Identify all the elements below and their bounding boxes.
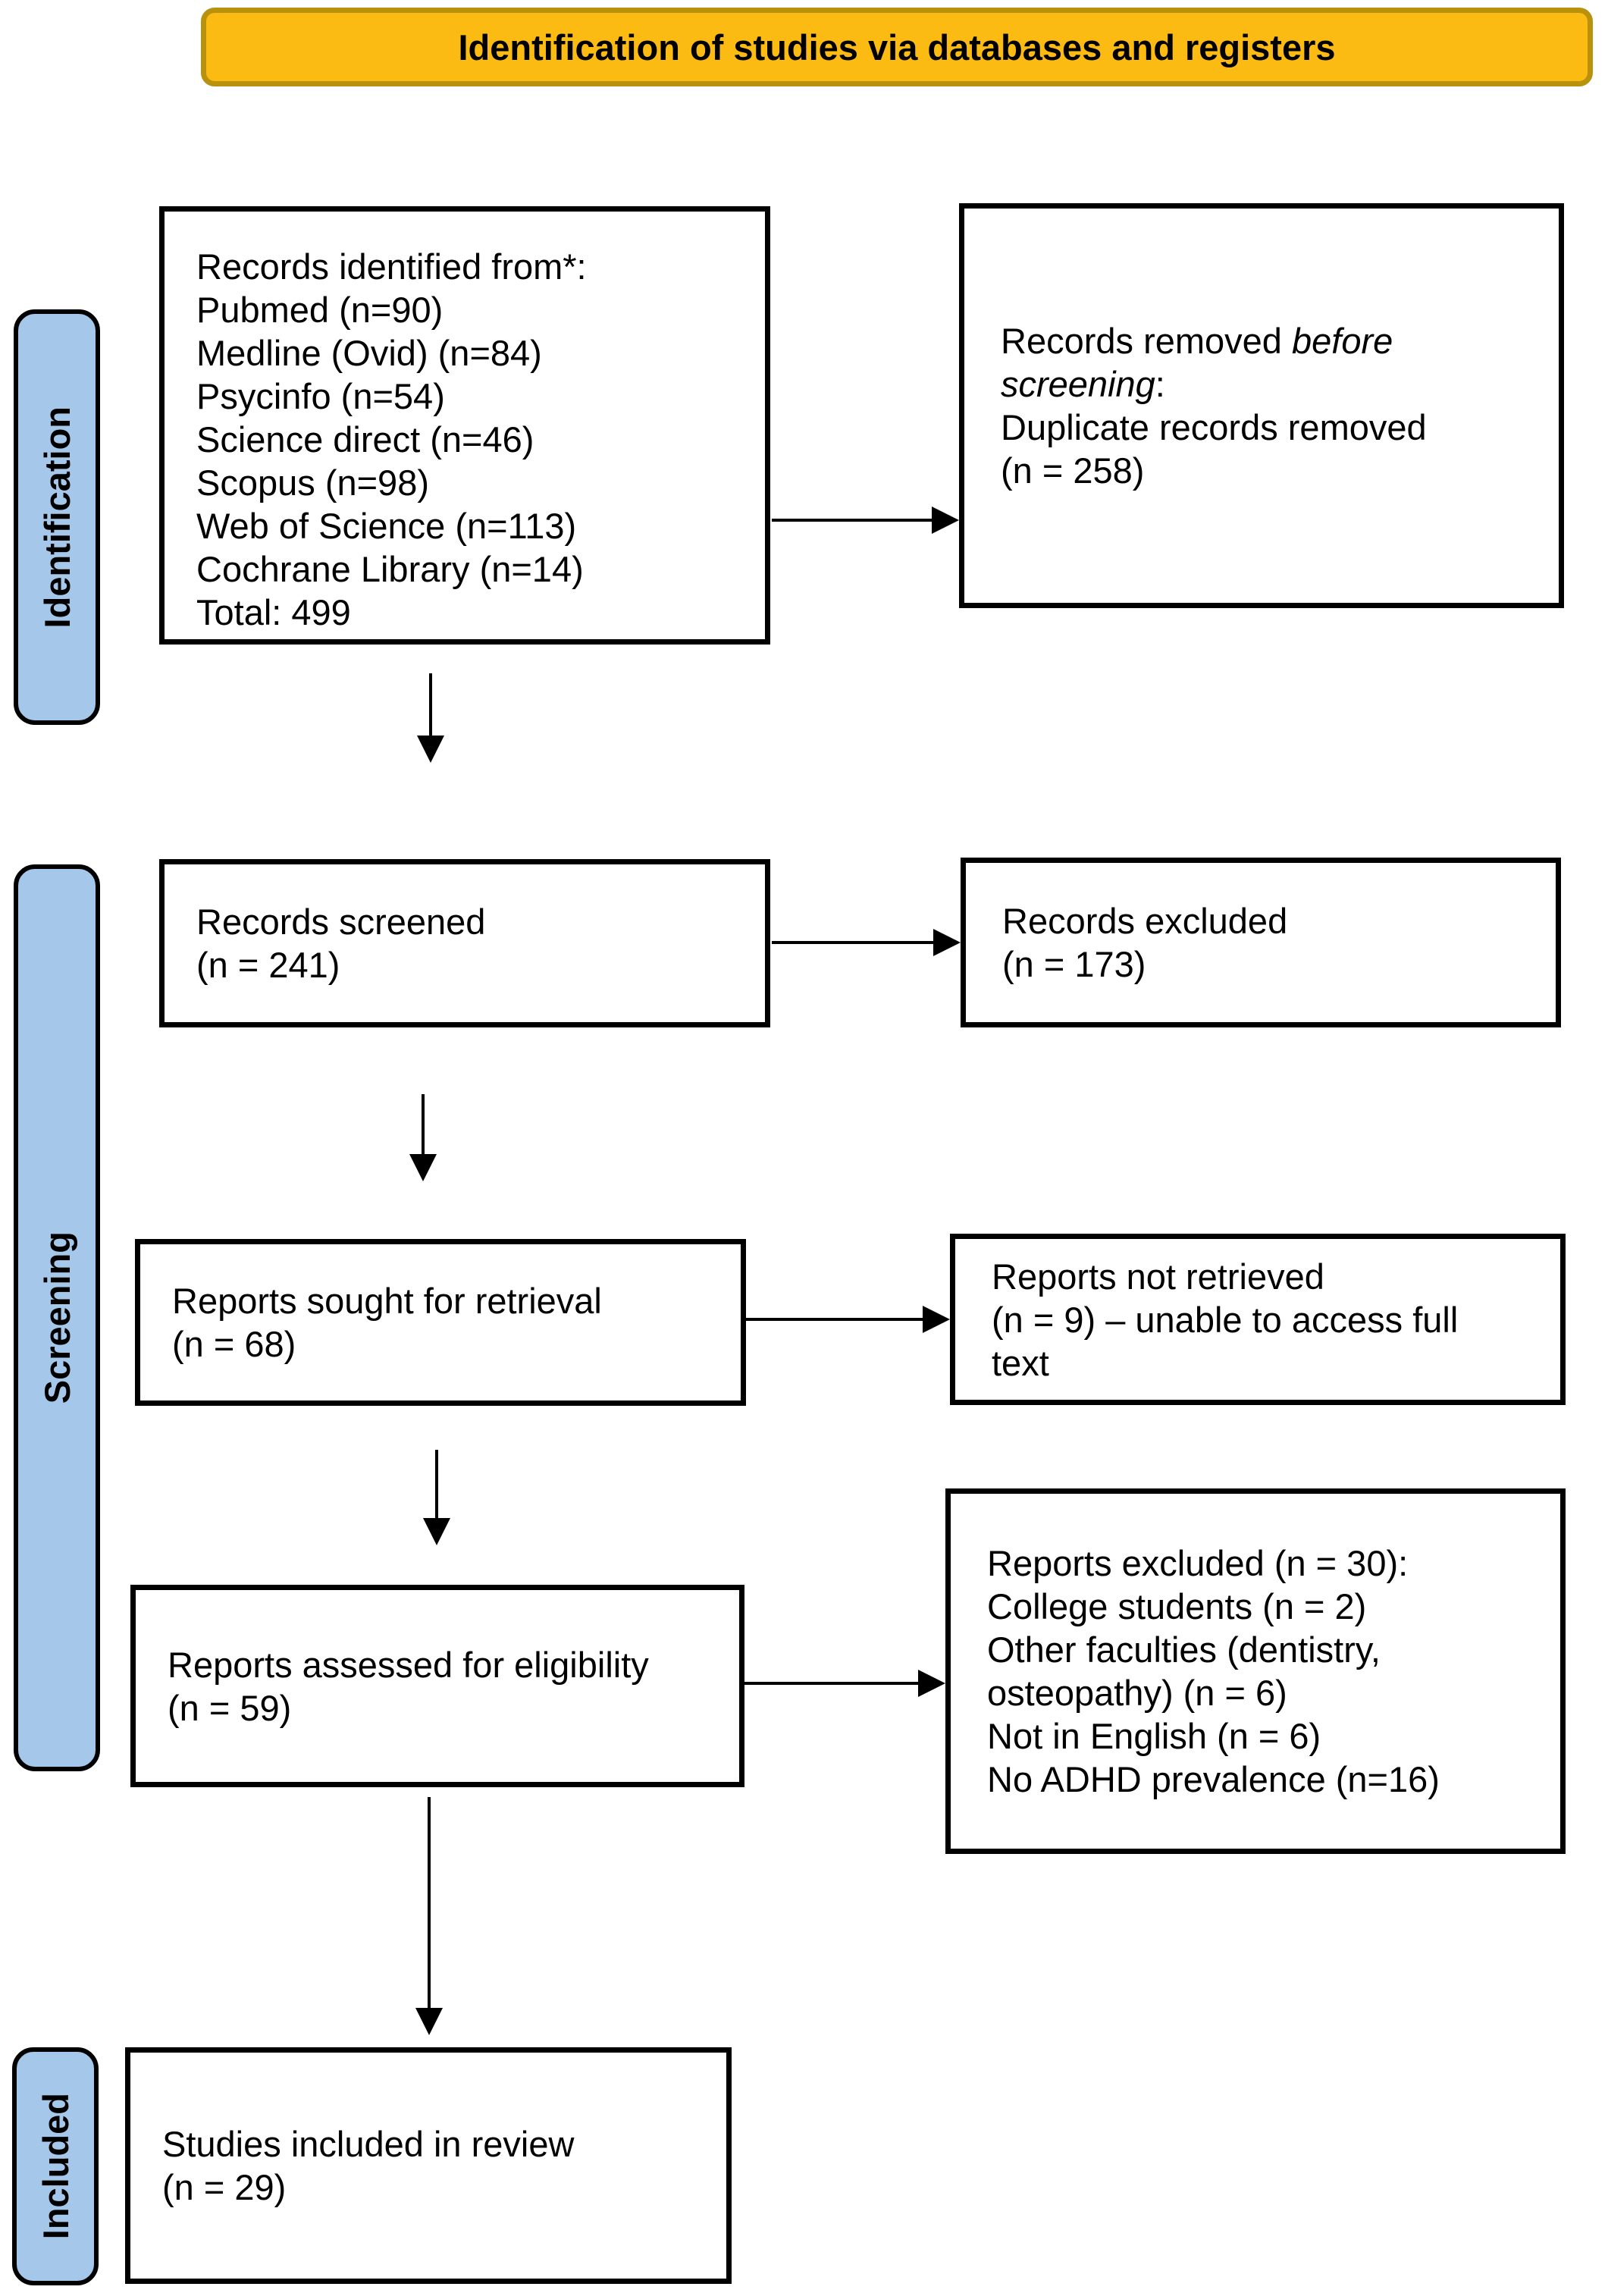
box-reports-not-retrieved: Reports not retrieved (n = 9) – unable t… xyxy=(950,1234,1566,1405)
source-item: Web of Science (n=113) xyxy=(196,506,577,546)
stage-tab-screening: Screening xyxy=(14,864,100,1771)
exclusion-reason: Other faculties (dentistry, xyxy=(987,1629,1381,1670)
stage-tab-included: Included xyxy=(12,2047,99,2285)
arrow-shaft xyxy=(772,941,933,944)
diagram-title: Identification of studies via databases … xyxy=(458,27,1336,67)
exclusion-reason: osteopathy) (n = 6) xyxy=(987,1673,1287,1713)
arrow-head xyxy=(918,1670,945,1697)
records-removed-text: : xyxy=(1155,364,1165,404)
arrow-head xyxy=(417,736,444,763)
removed-item: Duplicate records removed xyxy=(1001,407,1427,447)
box-reports-excluded: Reports excluded (n = 30): College stude… xyxy=(945,1488,1566,1854)
studies-included-label: Studies included in review xyxy=(162,2124,575,2164)
reports-not-retrieved-detail: (n = 9) – unable to access full xyxy=(992,1299,1459,1340)
exclusion-reason: Not in English (n = 6) xyxy=(987,1716,1321,1756)
arrow-head xyxy=(923,1306,950,1333)
arrow-head xyxy=(409,1154,437,1181)
arrow-head xyxy=(932,507,959,534)
source-item: Cochrane Library (n=14) xyxy=(196,549,584,589)
reports-not-retrieved-detail: text xyxy=(992,1342,1049,1383)
reports-sought-count: (n = 68) xyxy=(172,1324,296,1364)
exclusion-reason: College students (n = 2) xyxy=(987,1586,1367,1626)
stage-label-screening: Screening xyxy=(36,1231,77,1404)
arrow-shaft xyxy=(772,519,932,522)
reports-assessed-label: Reports assessed for eligibility xyxy=(168,1644,649,1685)
source-item: Pubmed (n=90) xyxy=(196,290,444,330)
records-excluded-label: Records excluded xyxy=(1002,901,1288,941)
records-removed-italic: before xyxy=(1292,321,1393,361)
arrow-head xyxy=(933,929,961,956)
records-identified-heading: Records identified from*: xyxy=(196,246,587,287)
reports-sought-label: Reports sought for retrieval xyxy=(172,1281,602,1321)
box-records-excluded: Records excluded (n = 173) xyxy=(961,858,1561,1027)
arrow-shaft xyxy=(428,1797,431,2009)
records-screened-count: (n = 241) xyxy=(196,945,340,985)
source-total: Total: 499 xyxy=(196,592,351,632)
records-excluded-count: (n = 173) xyxy=(1002,944,1146,984)
arrow-head xyxy=(423,1518,450,1545)
diagram-title-banner: Identification of studies via databases … xyxy=(201,8,1593,86)
arrow-shaft xyxy=(435,1450,438,1520)
arrow-shaft xyxy=(429,673,432,737)
box-studies-included: Studies included in review (n = 29) xyxy=(125,2047,732,2284)
box-reports-assessed: Reports assessed for eligibility (n = 59… xyxy=(130,1585,744,1787)
arrow-shaft xyxy=(744,1682,918,1685)
reports-assessed-count: (n = 59) xyxy=(168,1687,292,1728)
arrow-head xyxy=(415,2008,443,2035)
box-records-screened: Records screened (n = 241) xyxy=(159,859,770,1027)
stage-label-identification: Identification xyxy=(36,406,77,629)
records-removed-italic: screening xyxy=(1001,364,1155,404)
studies-included-count: (n = 29) xyxy=(162,2167,287,2207)
stage-tab-identification: Identification xyxy=(14,309,100,725)
arrow-shaft xyxy=(746,1318,923,1321)
removed-count: (n = 258) xyxy=(1001,450,1145,491)
records-screened-label: Records screened xyxy=(196,902,486,942)
source-item: Science direct (n=46) xyxy=(196,419,534,460)
records-removed-heading-line1: Records removed before xyxy=(1001,319,1541,362)
records-removed-text: Records removed xyxy=(1001,321,1292,361)
stage-label-included: Included xyxy=(35,2093,76,2240)
box-records-identified: Records identified from*: Pubmed (n=90) … xyxy=(159,206,770,645)
box-reports-sought: Reports sought for retrieval (n = 68) xyxy=(135,1239,746,1406)
reports-not-retrieved-label: Reports not retrieved xyxy=(992,1256,1324,1297)
arrow-shaft xyxy=(422,1094,425,1155)
source-item: Scopus (n=98) xyxy=(196,463,429,503)
source-item: Psycinfo (n=54) xyxy=(196,376,445,416)
source-item: Medline (Ovid) (n=84) xyxy=(196,333,542,373)
box-records-removed: Records removed before screening: Duplic… xyxy=(959,203,1564,608)
reports-excluded-heading: Reports excluded (n = 30): xyxy=(987,1543,1409,1583)
exclusion-reason: No ADHD prevalence (n=16) xyxy=(987,1759,1440,1799)
records-removed-heading-line2: screening: xyxy=(1001,362,1541,406)
